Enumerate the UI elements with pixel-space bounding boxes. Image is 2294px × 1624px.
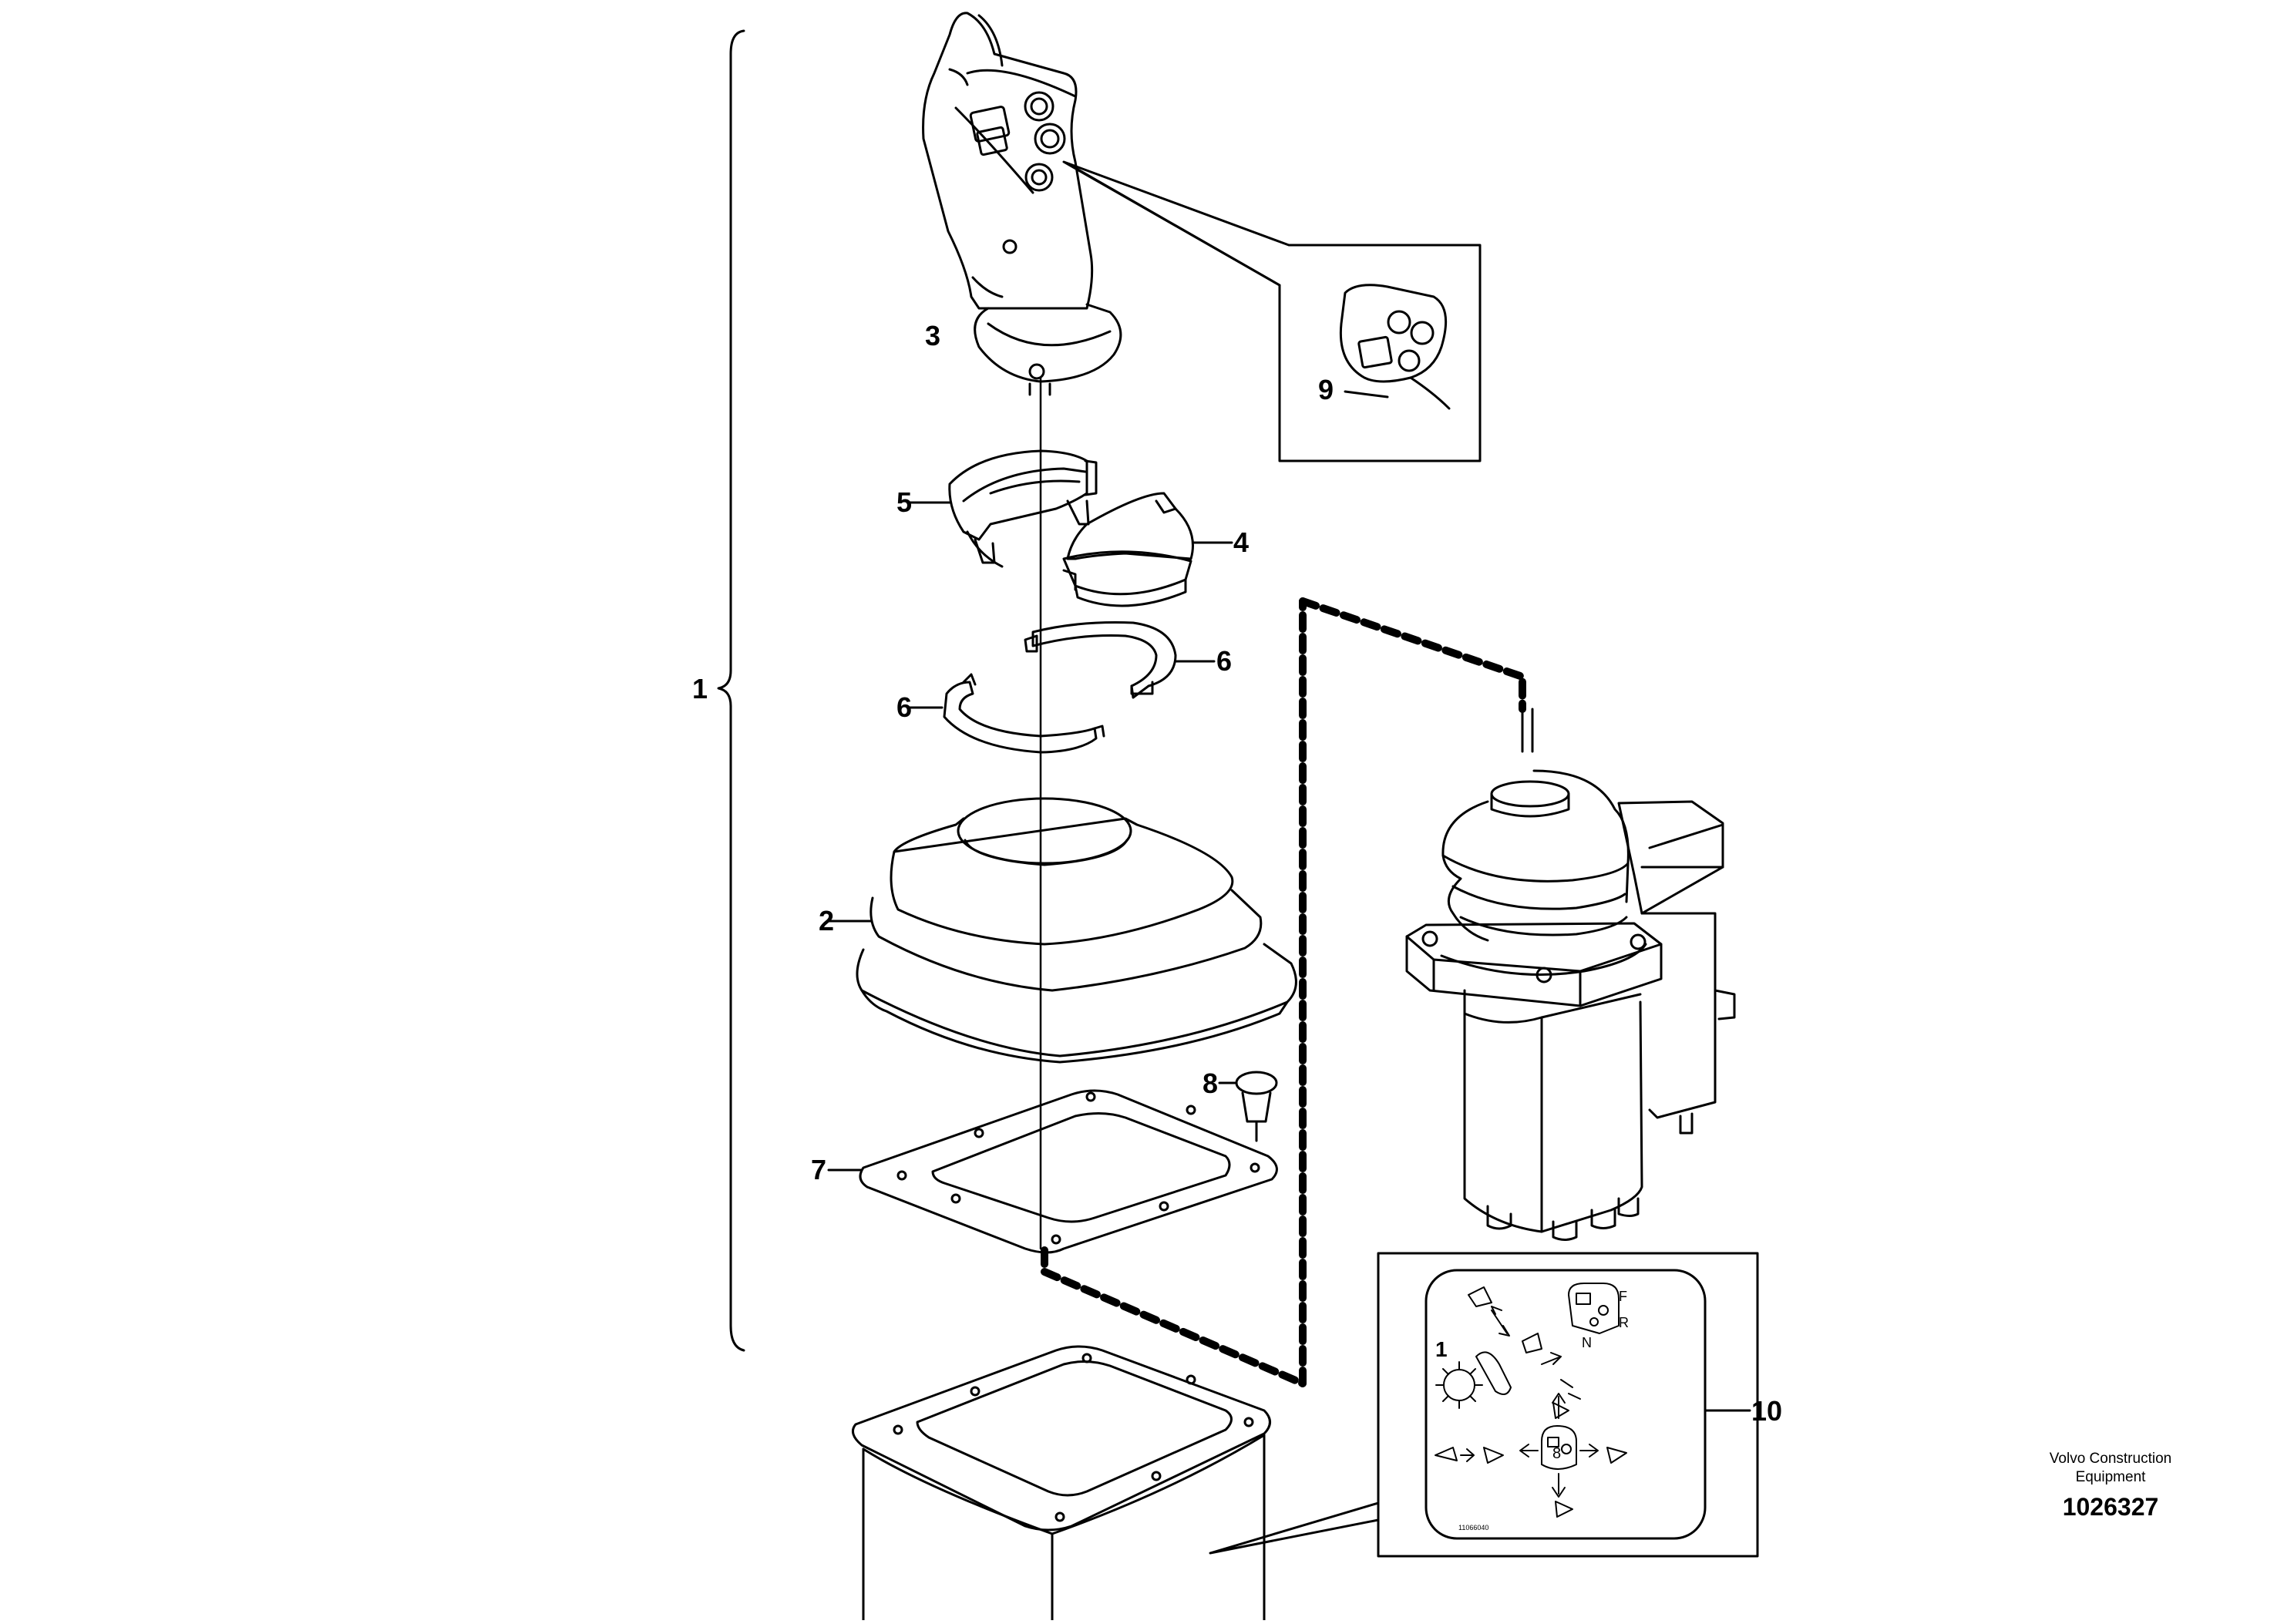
- part-6-upper-ring: [1024, 621, 1177, 699]
- credit-line-1: Volvo Construction: [2050, 1451, 2171, 1467]
- detail-9-thumbnail: [1339, 284, 1451, 410]
- part-4-bracket: [1062, 492, 1194, 607]
- pilot-valve-unit: [1405, 769, 1736, 1241]
- part-7-mounting-plate: [859, 1089, 1278, 1254]
- lower-housing: [851, 1345, 1271, 1622]
- decal-number-1: 1: [1435, 1337, 1448, 1361]
- assembly-brace: [717, 29, 745, 1352]
- callout-6-upper: 6: [1216, 645, 1232, 677]
- decal-letter-n: N: [1582, 1335, 1592, 1350]
- credit-line-2: Equipment: [2076, 1469, 2147, 1485]
- callout-4: 4: [1233, 526, 1249, 558]
- decal-10: [1424, 1269, 1707, 1540]
- part-5-bracket: [948, 449, 1098, 568]
- decal-number-8: 8: [1552, 1445, 1561, 1462]
- detail-leader-9: [1062, 160, 1482, 462]
- callout-6-lower: 6: [896, 691, 912, 723]
- decal-code: 11066040: [1458, 1524, 1488, 1532]
- callout-9: 9: [1318, 374, 1334, 405]
- callout-3: 3: [925, 320, 940, 351]
- decal-box-10: [1377, 1252, 1759, 1558]
- callout-8: 8: [1202, 1068, 1218, 1099]
- decal-pictograms: [1435, 1283, 1627, 1518]
- callout-2: 2: [819, 905, 834, 936]
- decal-letter-f: F: [1619, 1289, 1627, 1304]
- decal-letter-r: R: [1619, 1315, 1629, 1330]
- document-number: 1026327: [2063, 1493, 2159, 1521]
- joystick-handle: [922, 12, 1122, 396]
- dashed-connector-left: [1041, 597, 1307, 1387]
- callout-10: 10: [1751, 1395, 1782, 1427]
- decal-leader-10: [1209, 1501, 1380, 1555]
- part-8-rivet: [1235, 1071, 1278, 1142]
- callout-7: 7: [811, 1154, 826, 1185]
- callout-5: 5: [896, 486, 912, 518]
- callout-1: 1: [692, 673, 708, 704]
- part-6-lower-ring: [943, 673, 1105, 754]
- part-2-rubber-boot: [856, 797, 1297, 1064]
- dashed-connector-top: [1299, 597, 1526, 713]
